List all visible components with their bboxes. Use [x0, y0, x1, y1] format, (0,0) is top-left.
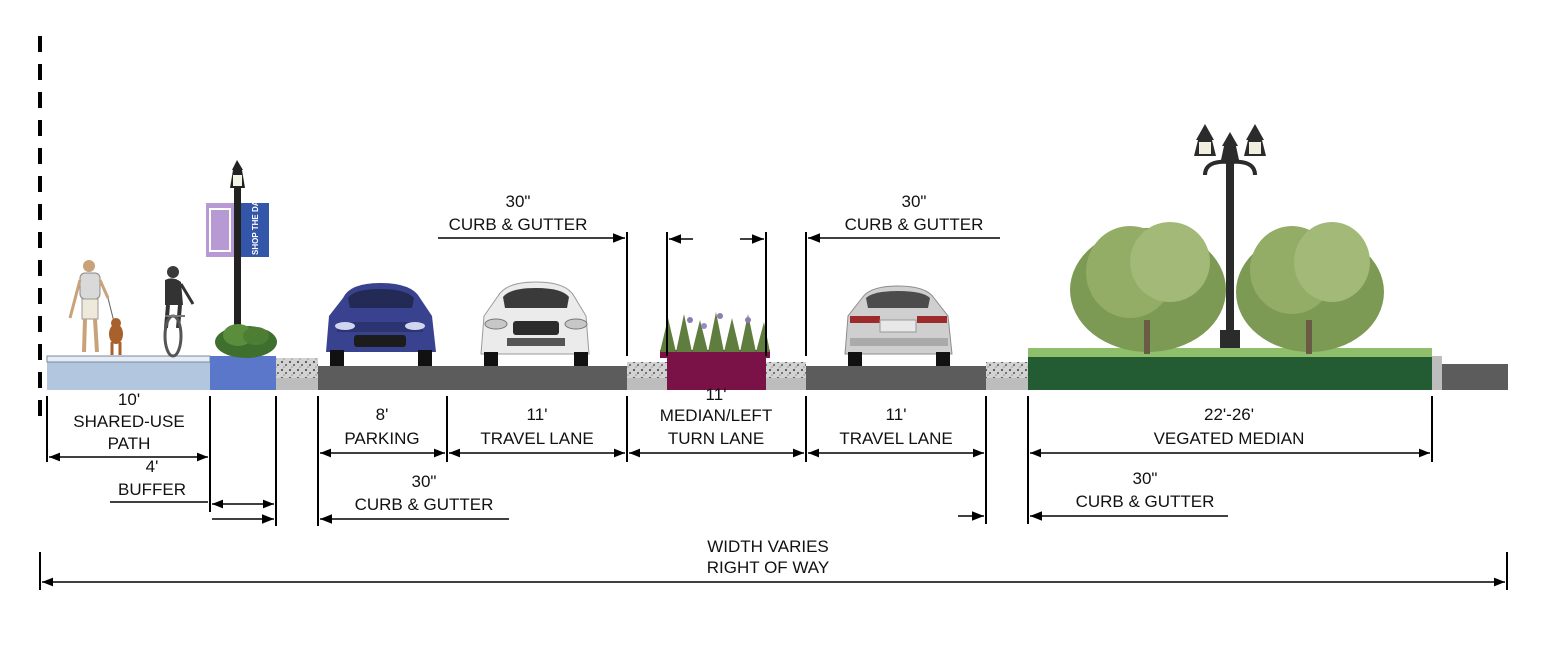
- label-parking-name: PARKING: [344, 429, 419, 448]
- label-curb-bottom-left-name: CURB & GUTTER: [355, 495, 494, 514]
- label-row-line-2: RIGHT OF WAY: [707, 558, 829, 577]
- label-travel-right-name: TRAVEL LANE: [839, 429, 952, 448]
- label-travel-left-name: TRAVEL LANE: [480, 429, 593, 448]
- vegetated-median-surface: [1028, 356, 1432, 390]
- label-curb-top-left-size: 30": [506, 192, 531, 211]
- label-travel-left-width: 11': [527, 405, 548, 424]
- label-median-width: 11': [706, 385, 727, 404]
- label-curb-bottom-right-size: 30": [1133, 469, 1158, 488]
- curb-far-right: [1432, 356, 1442, 390]
- label-buffer-name: BUFFER: [118, 480, 186, 499]
- street-lamp-with-banners: SHOP THE DALE: [206, 160, 269, 328]
- label-parking-width: 8': [376, 405, 389, 424]
- labels: 10' SHARED-USE PATH 4' BUFFER 8' PARKING…: [73, 192, 1304, 577]
- label-path-name-2: PATH: [108, 434, 151, 453]
- buffer-surface: [210, 356, 276, 390]
- asphalt-parking-travel: [318, 366, 627, 390]
- label-median-name-2: TURN LANE: [668, 429, 764, 448]
- median-trees: [1070, 222, 1384, 354]
- asphalt-travel-right: [806, 366, 986, 390]
- banner-right: [241, 203, 269, 257]
- white-car-front: [480, 281, 590, 366]
- curb-left: [276, 358, 318, 380]
- median-planter-grasses: [660, 312, 770, 358]
- silver-car-rear: [844, 285, 953, 366]
- blue-car-front: [326, 283, 436, 366]
- grass-strip: [1028, 348, 1432, 357]
- label-path-name-1: SHARED-USE: [73, 412, 184, 431]
- label-path-width: 10': [118, 390, 140, 409]
- label-row-line-1: WIDTH VARIES: [707, 537, 829, 556]
- label-curb-top-right-name: CURB & GUTTER: [845, 215, 984, 234]
- dimension-lines: [39, 232, 1508, 590]
- curb-median-right: [766, 362, 806, 378]
- label-buffer-width: 4': [146, 457, 159, 476]
- asphalt-far-right: [1442, 364, 1508, 390]
- label-curb-bottom-left-size: 30": [412, 472, 437, 491]
- label-veg-median-width: 22'-26': [1204, 405, 1254, 424]
- curb-right: [986, 362, 1028, 378]
- banner-text: SHOP THE DALE: [251, 190, 260, 255]
- label-curb-bottom-right-name: CURB & GUTTER: [1076, 492, 1215, 511]
- label-curb-top-left-name: CURB & GUTTER: [449, 215, 588, 234]
- median-turn-lane-surface: [667, 356, 766, 390]
- label-veg-median-name: VEGATED MEDIAN: [1154, 429, 1305, 448]
- road-surface: [46, 348, 1508, 390]
- label-curb-top-right-size: 30": [902, 192, 927, 211]
- label-travel-right-width: 11': [886, 405, 907, 424]
- buffer-shrub: [215, 324, 277, 358]
- label-median-name-1: MEDIAN/LEFT: [660, 406, 772, 425]
- triple-globe-lamp-post: [1194, 124, 1266, 348]
- cyclist-figure: [163, 266, 195, 358]
- shared-use-path-surface: [47, 361, 210, 390]
- curb-median-left: [627, 362, 667, 378]
- pedestrian-with-dog-figure: [68, 260, 123, 355]
